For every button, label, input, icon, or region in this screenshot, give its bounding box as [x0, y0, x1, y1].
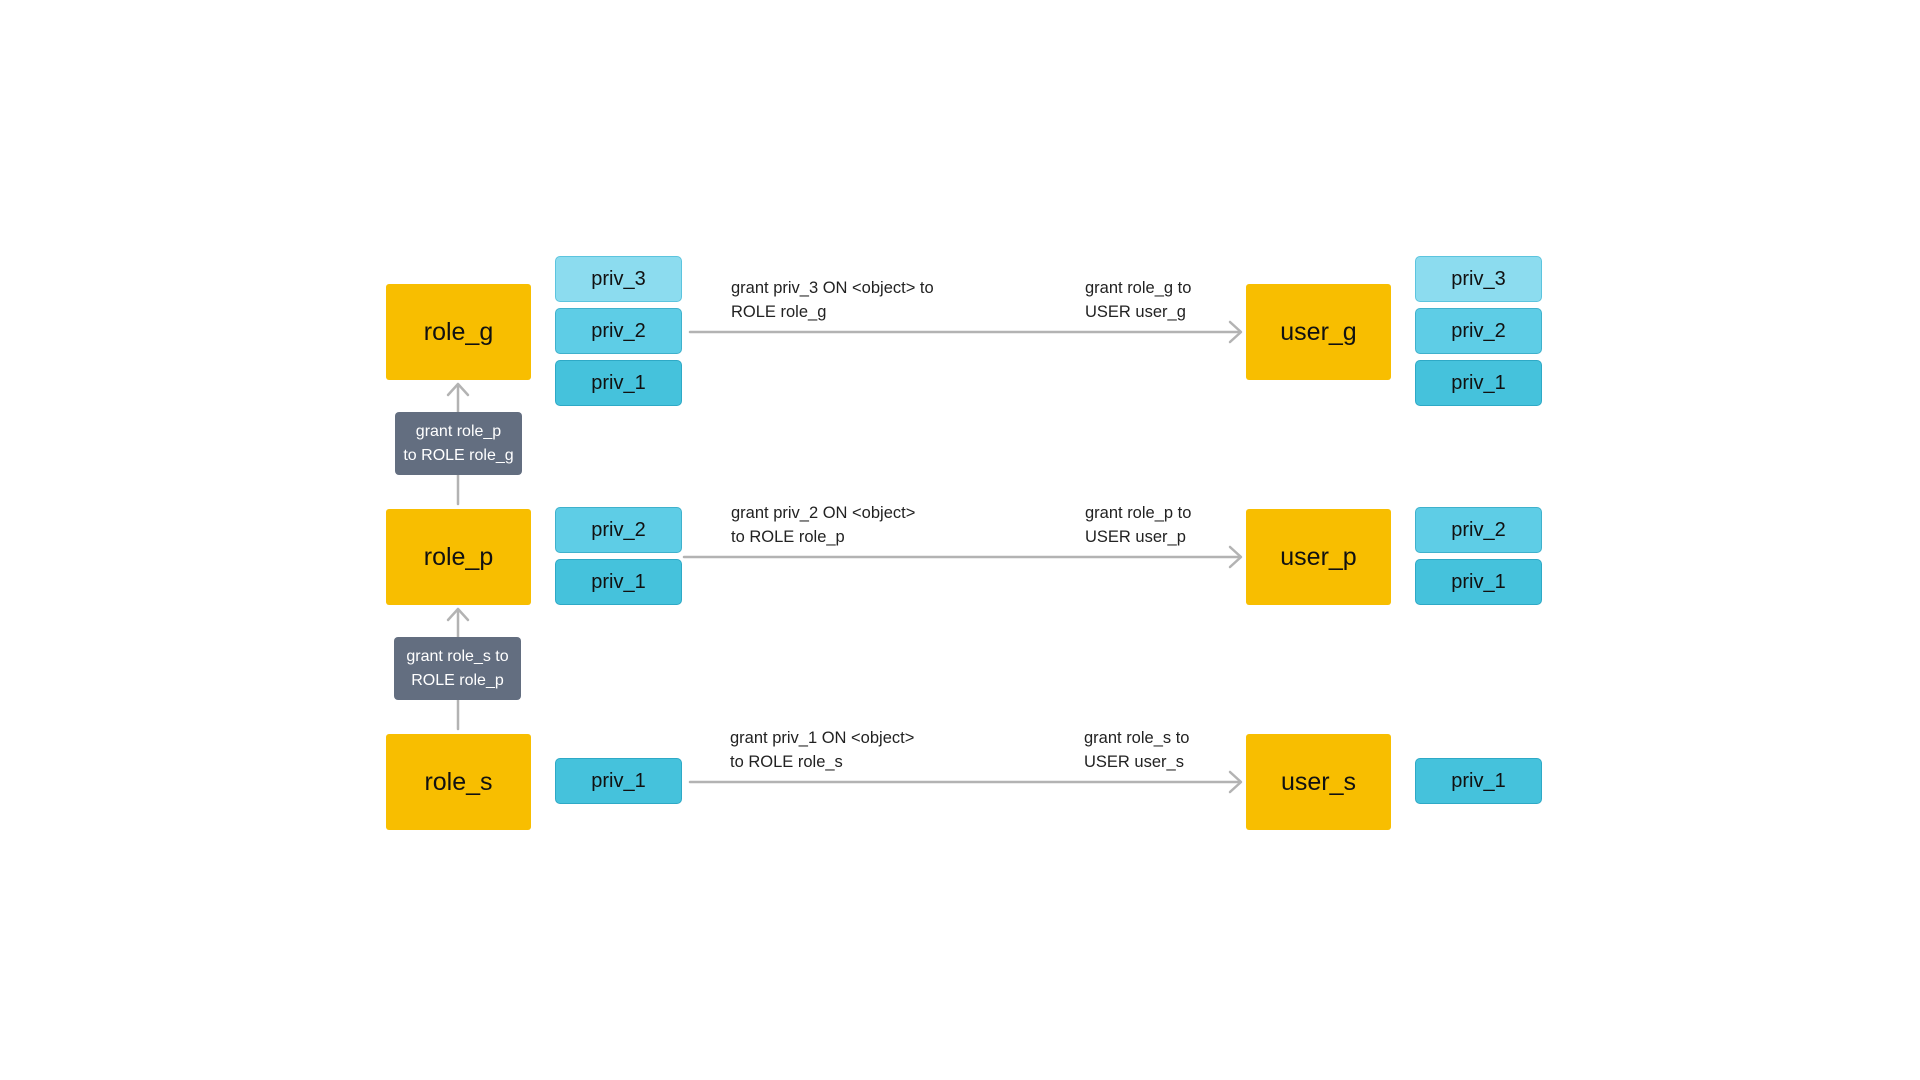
- user-s-priv-1: priv_1: [1415, 758, 1542, 804]
- user-g-box: user_g: [1246, 284, 1391, 380]
- role-g-priv-1: priv_1: [555, 360, 682, 406]
- role-g-priv-3: priv_3: [555, 256, 682, 302]
- arrowhead-role-g: [446, 382, 470, 397]
- grant-role-s-label: grant role_s to USER user_s: [1084, 729, 1190, 771]
- role-s-box: role_s: [386, 734, 531, 830]
- grant-role-p-label: grant role_p to USER user_p: [1085, 504, 1192, 546]
- user-g-priv-1: priv_1: [1415, 360, 1542, 406]
- user-g-priv-2: priv_2: [1415, 308, 1542, 354]
- grant-priv-2-label: grant priv_2 ON <object> to ROLE role_p: [731, 504, 916, 546]
- role-s-priv-1: priv_1: [555, 758, 682, 804]
- arrowhead-user-g: [1228, 320, 1243, 344]
- grant-role-s-to-role-p-tag: grant role_s to ROLE role_p: [394, 637, 521, 700]
- arrowhead-role-p: [446, 607, 470, 622]
- user-s-box: user_s: [1246, 734, 1391, 830]
- role-p-priv-1: priv_1: [555, 559, 682, 605]
- user-p-box: user_p: [1246, 509, 1391, 605]
- role-g-priv-2: priv_2: [555, 308, 682, 354]
- role-p-priv-2: priv_2: [555, 507, 682, 553]
- grant-priv-3-label: grant priv_3 ON <object> to ROLE role_g: [731, 279, 934, 321]
- grant-role-p-to-role-g-tag: grant role_p to ROLE role_g: [395, 412, 522, 475]
- role-g-box: role_g: [386, 284, 531, 380]
- grant-role-g-label: grant role_g to USER user_g: [1085, 279, 1192, 321]
- user-p-priv-1: priv_1: [1415, 559, 1542, 605]
- user-g-priv-3: priv_3: [1415, 256, 1542, 302]
- user-p-priv-2: priv_2: [1415, 507, 1542, 553]
- arrowhead-user-p: [1228, 545, 1243, 569]
- arrowhead-user-s: [1228, 770, 1243, 794]
- role-p-box: role_p: [386, 509, 531, 605]
- grant-priv-1-label: grant priv_1 ON <object> to ROLE role_s: [730, 729, 915, 771]
